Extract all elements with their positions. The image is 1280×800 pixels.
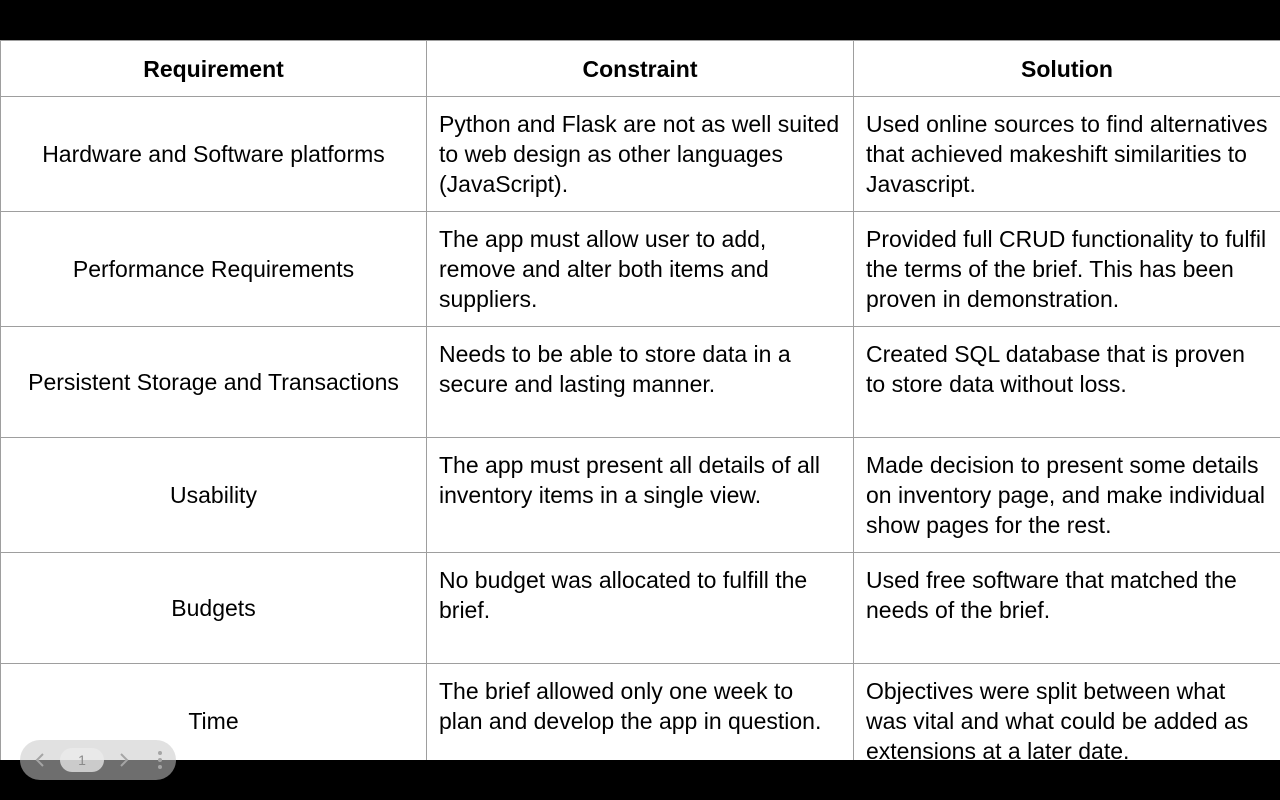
solution-cell: Used free software that matched the need… <box>853 552 1280 664</box>
table-header-row: Requirement Constraint Solution <box>0 40 1280 97</box>
constraint-cell: Python and Flask are not as well suited … <box>426 96 854 212</box>
table-row: Budgets No budget was allocated to fulfi… <box>0 552 1280 664</box>
solution-cell: Made decision to present some details on… <box>853 437 1280 553</box>
table-row: Persistent Storage and Transactions Need… <box>0 326 1280 438</box>
table-row: Hardware and Software platforms Python a… <box>0 96 1280 212</box>
solution-cell: Objectives were split between what was v… <box>853 663 1280 760</box>
constraint-cell: The app must allow user to add, remove a… <box>426 211 854 327</box>
table-row: Performance Requirements The app must al… <box>0 211 1280 327</box>
requirement-cell: Budgets <box>0 552 427 664</box>
requirement-cell: Persistent Storage and Transactions <box>0 326 427 438</box>
chevron-right-icon <box>120 753 129 767</box>
header-requirement: Requirement <box>0 40 427 97</box>
constraint-cell: The brief allowed only one week to plan … <box>426 663 854 760</box>
page-number: 1 <box>60 748 104 772</box>
solution-cell: Used online sources to find alternatives… <box>853 96 1280 212</box>
more-vertical-icon <box>158 751 162 769</box>
previous-slide-button[interactable] <box>20 740 60 780</box>
chevron-left-icon <box>35 753 44 767</box>
requirement-cell: Usability <box>0 437 427 553</box>
more-options-button[interactable] <box>144 740 176 780</box>
constraint-cell: The app must present all details of all … <box>426 437 854 553</box>
constraint-cell: Needs to be able to store data in a secu… <box>426 326 854 438</box>
header-constraint: Constraint <box>426 40 854 97</box>
requirement-cell: Performance Requirements <box>0 211 427 327</box>
table-row: Usability The app must present all detai… <box>0 437 1280 553</box>
solution-cell: Created SQL database that is proven to s… <box>853 326 1280 438</box>
slide: Requirement Constraint Solution Hardware… <box>0 40 1280 760</box>
constraint-cell: No budget was allocated to fulfill the b… <box>426 552 854 664</box>
requirement-cell: Hardware and Software platforms <box>0 96 427 212</box>
slide-navigator: 1 <box>20 740 176 780</box>
table-row: Time The brief allowed only one week to … <box>0 663 1280 760</box>
solution-cell: Provided full CRUD functionality to fulf… <box>853 211 1280 327</box>
next-slide-button[interactable] <box>104 740 144 780</box>
requirements-table: Requirement Constraint Solution Hardware… <box>0 40 1280 760</box>
header-solution: Solution <box>853 40 1280 97</box>
